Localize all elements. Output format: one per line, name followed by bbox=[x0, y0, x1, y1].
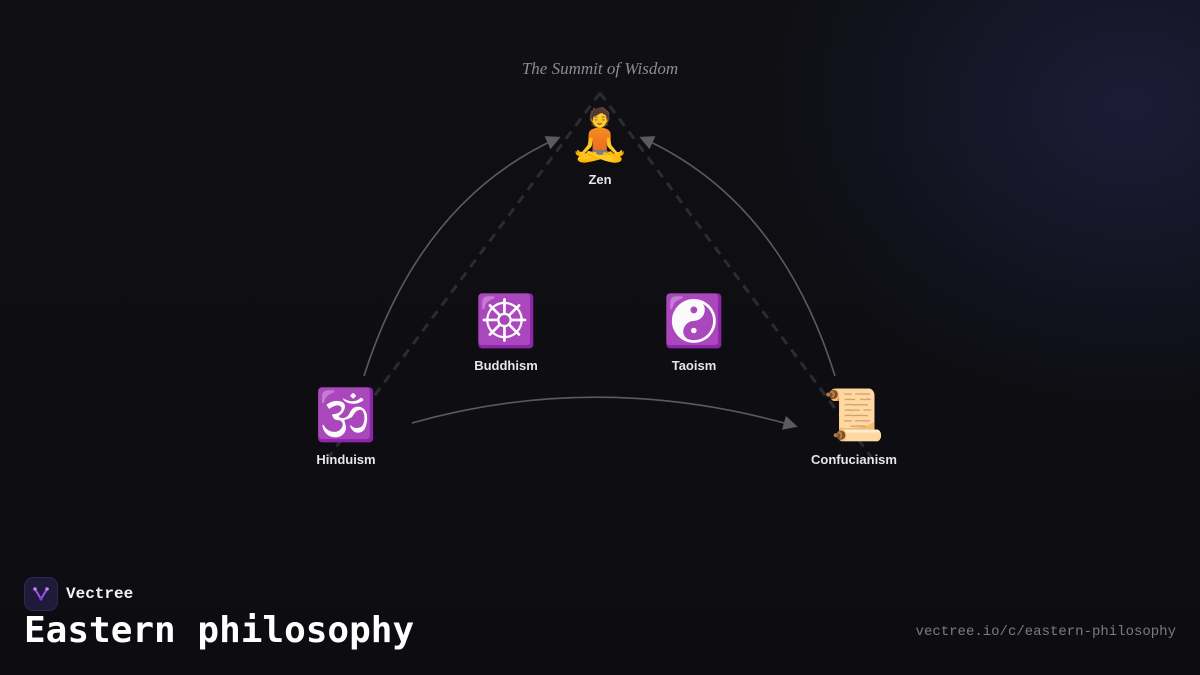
arrow-hinduism-to-zen bbox=[363, 136, 561, 377]
node-label-zen: Zen bbox=[588, 172, 612, 187]
page-url[interactable]: vectree.io/c/eastern-philosophy bbox=[915, 624, 1176, 640]
page-title: Eastern philosophy bbox=[24, 610, 415, 651]
om-icon: 🕉️ bbox=[314, 386, 378, 444]
scroll-icon: 📜 bbox=[822, 386, 886, 444]
dashed-edge-left bbox=[323, 92, 602, 463]
node-taoism[interactable]: ☯️ Taoism bbox=[614, 292, 774, 373]
node-confucianism[interactable]: 📜 Confucianism bbox=[774, 386, 934, 467]
dharma-wheel-icon: ☸️ bbox=[474, 292, 538, 350]
node-label-confucianism: Confucianism bbox=[811, 452, 897, 467]
node-buddhism[interactable]: ☸️ Buddhism bbox=[426, 292, 586, 373]
brand[interactable]: Vectree bbox=[24, 577, 133, 611]
node-label-hinduism: Hinduism bbox=[316, 452, 376, 467]
summit-label: The Summit of Wisdom bbox=[521, 59, 679, 78]
node-zen[interactable]: 🧘 Zen bbox=[520, 106, 680, 187]
node-label-taoism: Taoism bbox=[671, 358, 717, 373]
node-label-buddhism: Buddhism bbox=[474, 358, 538, 373]
node-hinduism[interactable]: 🕉️ Hinduism bbox=[266, 386, 426, 467]
arrow-hinduism-to-confucianism bbox=[411, 396, 798, 430]
dashed-edge-right bbox=[598, 92, 877, 463]
brand-name: Vectree bbox=[66, 585, 134, 603]
vectree-logo-icon bbox=[24, 577, 58, 611]
yin-yang-icon: ☯️ bbox=[662, 292, 726, 350]
meditation-icon: 🧘 bbox=[568, 106, 632, 164]
arrow-confucianism-to-zen bbox=[639, 136, 836, 377]
